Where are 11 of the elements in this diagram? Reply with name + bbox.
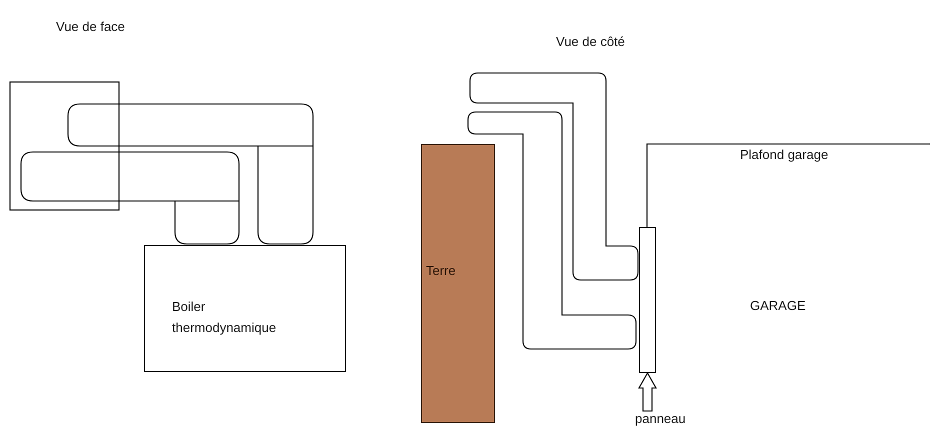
soil-label: Terre <box>426 263 456 279</box>
boiler-box <box>144 245 346 372</box>
panel-label: panneau <box>635 411 686 427</box>
ceiling-label: Plafond garage <box>740 146 828 164</box>
soil-block <box>421 144 495 423</box>
box-label: Boiler thermodynamique <box>172 298 278 337</box>
room-label: GARAGE <box>750 297 806 315</box>
view-title: Vue de face <box>56 18 125 36</box>
panel-bar <box>639 227 656 373</box>
block-arrow <box>638 372 657 412</box>
view-title: Vue de côté <box>556 33 625 51</box>
